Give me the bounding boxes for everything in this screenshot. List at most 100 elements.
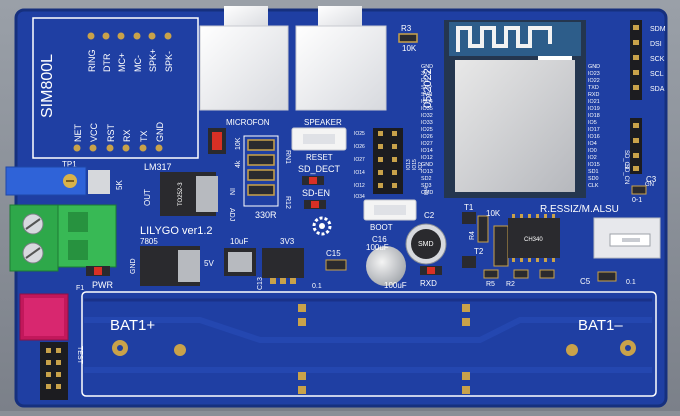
sim-bottom-pins: NET VCC RST RX TX GND [73,122,165,152]
svg-text:SDA: SDA [650,86,665,93]
svg-text:IO32: IO32 [421,113,433,119]
speaker-jack [295,6,387,111]
r3-label: R3 [401,24,412,33]
usb-port [593,217,661,259]
author-label: R.ESSIZ/M.ALSU [540,204,619,215]
sd-slot-labels: IO25 IO26 IO27 IO14 IO12 IO13 IO15 IO2 I… [354,131,430,200]
rn1-label: RN1 [284,150,291,164]
sd-dect-label: SD_DECT [298,164,341,174]
svg-text:SVN: SVN [421,92,432,98]
right-pin-header: SDM DSI SCK SCL SDA [630,20,666,100]
esp32-right-pins: GND IO23 IO22 TXD RXD IO21 IO19 IO18 IO5… [588,64,600,189]
f1-label: F1 [76,285,84,292]
svg-text:TXD: TXD [588,85,599,91]
lilygo-label: LILYGO ver1.2 [140,225,213,237]
r3-resistor [398,33,418,43]
svg-text:TEST: TEST [76,346,83,365]
lm317-label: LM317 [144,162,172,172]
svg-text:IO33: IO33 [421,120,433,126]
svg-text:SVP: SVP [421,85,432,91]
svg-text:GND: GND [421,64,433,70]
c01-label: 0.1 [312,283,322,290]
svg-text:IO14: IO14 [354,170,365,176]
svg-text:IO34: IO34 [421,99,433,105]
svg-text:MC+: MC+ [117,53,127,72]
r12-label: R12 [284,196,291,209]
svg-text:IO4: IO4 [424,187,430,195]
svg-text:CLK: CLK [588,183,599,189]
r2-label: R2 [506,281,515,288]
7805-label: 7805 [140,237,158,246]
svg-text:IO18: IO18 [588,113,600,119]
c5-value: 0.1 [626,279,636,286]
svg-text:IO13: IO13 [406,159,412,170]
gnd-label: GND [130,258,137,274]
svg-text:SPK-: SPK- [164,51,174,72]
res-10k-b: 10K [486,209,501,218]
c3-capacitor [631,185,647,195]
c16-value: 100uF [366,243,389,252]
esp32-antenna [456,26,552,52]
esp32-shield [455,60,575,192]
test-header: TEST [40,342,83,400]
svg-text:MC-: MC- [133,55,143,72]
sim800l-outline [32,17,199,159]
sim800l-label: SIM800L [39,54,56,118]
terminal-block [9,204,117,272]
svg-text:IO14: IO14 [421,148,433,154]
svg-text:EN: EN [421,78,429,84]
svg-text:SD_CT: SD_CT [623,150,629,170]
svg-text:IO15: IO15 [588,162,600,168]
5v-label: 5V [204,259,214,268]
svg-text:SD3: SD3 [421,183,432,189]
svg-text:TO252-3: TO252-3 [178,182,184,206]
svg-text:SDM: SDM [650,26,666,33]
10uf-label: 10uF [230,237,248,246]
svg-text:IO2: IO2 [588,155,597,161]
svg-text:IO19: IO19 [588,106,600,112]
svg-text:IO12: IO12 [421,155,433,161]
svg-text:SMD: SMD [418,241,434,248]
t1-label: T1 [464,203,474,212]
svg-text:IO15: IO15 [412,159,418,170]
svg-text:GND: GND [155,122,165,143]
svg-text:IO35: IO35 [421,106,433,112]
svg-text:VCC: VCC [89,122,99,142]
r4-label: R4 [469,231,476,240]
pot-value: 5K [115,180,124,190]
svg-text:SD_CN: SD_CN [623,164,629,184]
reset-label: RESET [306,153,333,162]
pwr-label: PWR [92,280,113,290]
svg-text:IO0: IO0 [588,148,597,154]
svg-text:CH340: CH340 [524,237,543,243]
res-4k: 4k [235,160,242,168]
svg-text:IO13: IO13 [421,169,433,175]
c15-label: C15 [326,249,341,258]
svg-text:RXD: RXD [588,92,599,98]
svg-text:IO27: IO27 [354,157,365,163]
c3-label: C3 [646,175,657,184]
svg-text:CMD: CMD [421,190,433,196]
svg-text:DSI: DSI [650,41,662,48]
c2-label: C2 [424,211,435,220]
gear-icon [312,216,332,236]
svg-text:SPK+: SPK+ [148,49,158,72]
svg-text:SD0: SD0 [588,176,599,182]
c16-capacitor [366,246,406,286]
esp32-left-pins: GND 3V3 EN SVP SVN IO34 IO35 IO32 IO33 I… [421,64,433,196]
svg-text:RST: RST [106,123,116,142]
r3-value: 10K [402,44,417,53]
c16-label: C16 [372,235,387,244]
svg-text:NET: NET [73,123,83,142]
c16-value-b: 100uF [384,281,407,290]
r330-label: 330R [255,210,277,220]
bat-minus-label: BAT1– [578,317,623,334]
svg-text:RX: RX [122,129,132,142]
resistor-network [243,135,279,207]
svg-text:IO21: IO21 [588,99,600,105]
sd-pin-header [373,128,403,194]
usb-serial-chip [508,218,560,258]
svg-text:IO4: IO4 [588,141,597,147]
svg-text:SD1: SD1 [588,169,599,175]
